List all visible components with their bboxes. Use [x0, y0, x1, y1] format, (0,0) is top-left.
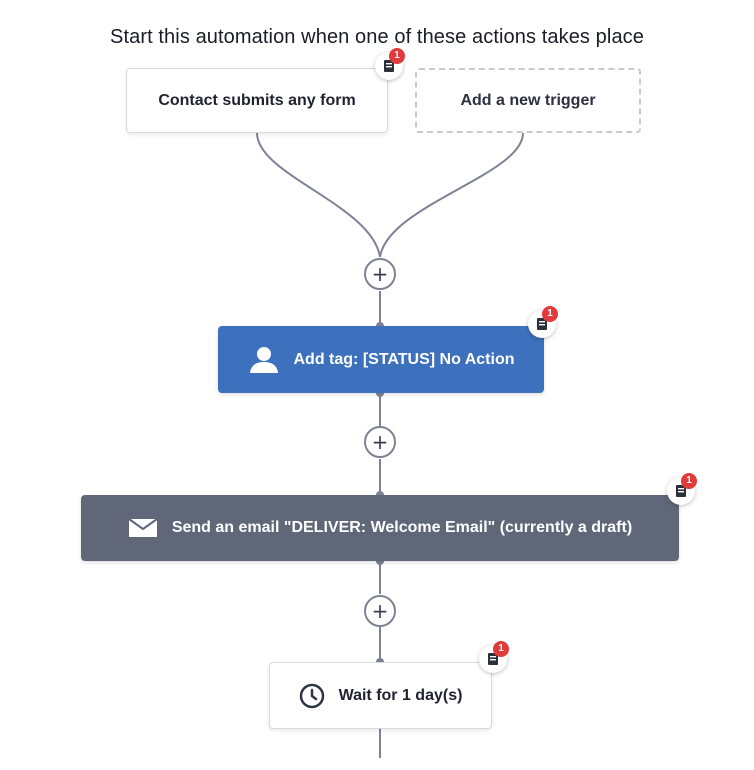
- add-new-trigger-button[interactable]: Add a new trigger: [415, 68, 641, 133]
- user-icon: [248, 346, 280, 374]
- add-step-button[interactable]: +: [364, 595, 396, 627]
- step-issue-badge[interactable]: 1: [667, 473, 699, 505]
- issue-count: 1: [493, 641, 509, 657]
- page-title: Start this automation when one of these …: [110, 26, 644, 48]
- step-issue-badge[interactable]: 1: [528, 306, 560, 338]
- step-add-tag[interactable]: Add tag: [STATUS] No Action: [218, 326, 544, 393]
- add-step-button[interactable]: +: [364, 426, 396, 458]
- envelope-icon: [128, 518, 158, 538]
- issue-count: 1: [681, 473, 697, 489]
- add-step-button[interactable]: +: [364, 258, 396, 290]
- trigger-label: Contact submits any form: [158, 91, 356, 109]
- issue-count: 1: [389, 48, 405, 64]
- step-label: Add tag: [STATUS] No Action: [293, 350, 515, 368]
- plus-icon: +: [371, 262, 389, 286]
- issue-count: 1: [542, 306, 558, 322]
- step-issue-badge[interactable]: 1: [479, 641, 511, 673]
- trigger-issue-badge[interactable]: 1: [375, 48, 407, 80]
- trigger-contact-submits-form[interactable]: Contact submits any form: [126, 68, 388, 133]
- plus-icon: +: [371, 430, 389, 454]
- add-trigger-label: Add a new trigger: [460, 91, 596, 109]
- step-wait[interactable]: Wait for 1 day(s): [269, 662, 492, 729]
- clock-icon: [299, 683, 325, 709]
- step-label: Wait for 1 day(s): [338, 686, 463, 704]
- step-label: Send an email "DELIVER: Welcome Email" (…: [171, 519, 633, 536]
- step-send-email[interactable]: Send an email "DELIVER: Welcome Email" (…: [81, 495, 679, 561]
- plus-icon: +: [371, 599, 389, 623]
